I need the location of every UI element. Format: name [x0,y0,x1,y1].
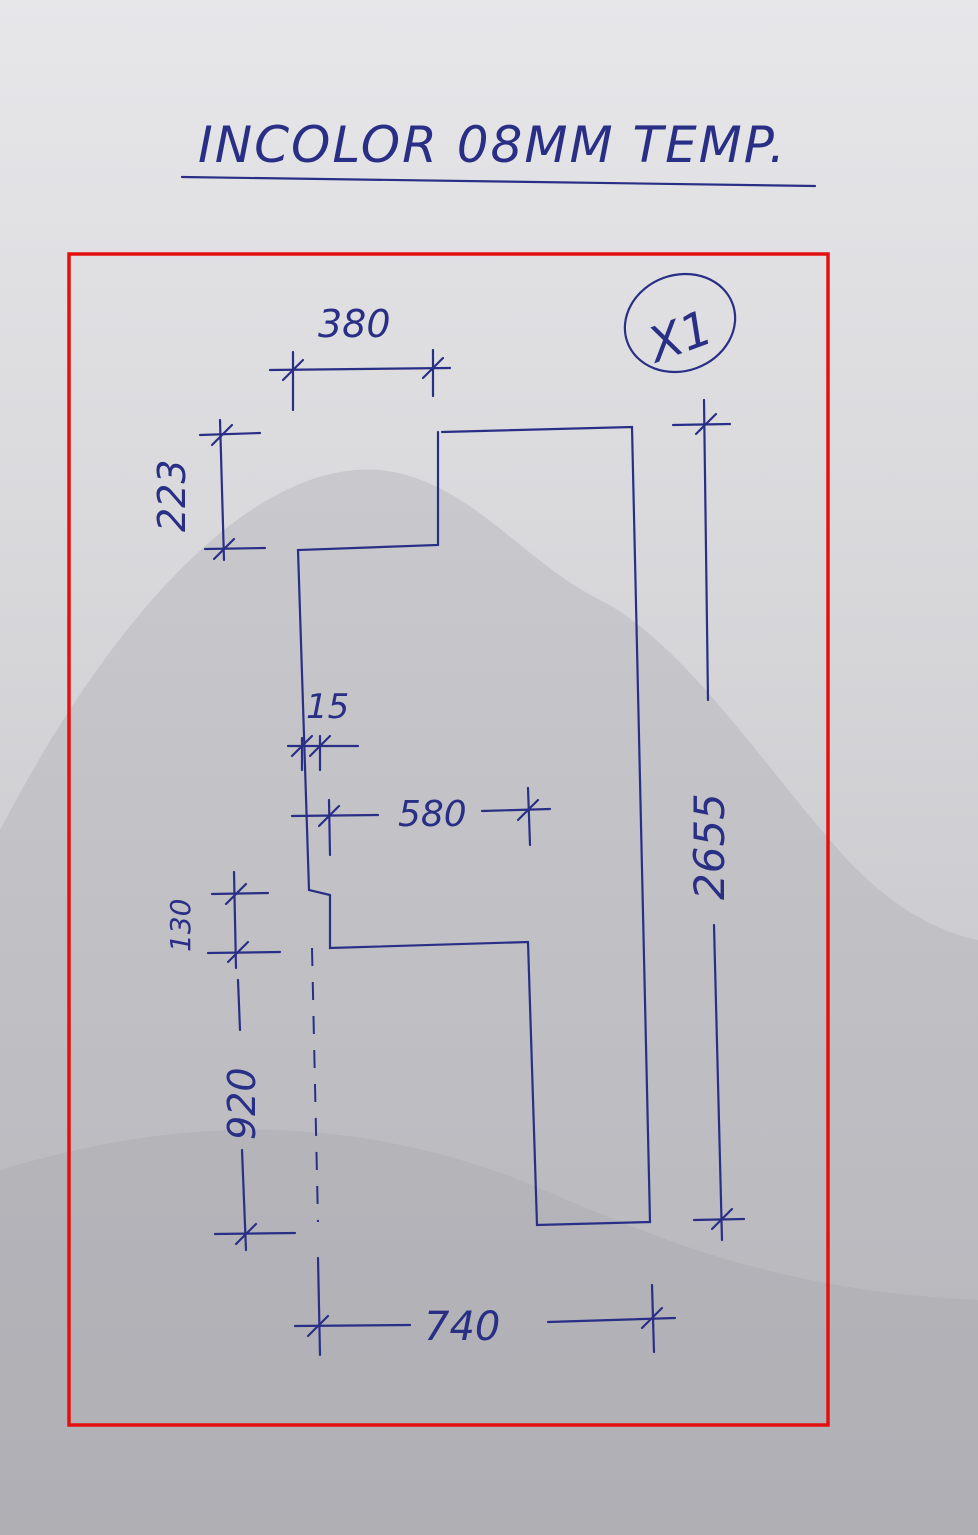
dimension-label-middle-width: 580 [398,794,467,835]
dimension-380 [268,348,452,412]
dimension-label-offset: 15 [306,687,349,727]
dimension-label-top-width: 380 [318,302,391,346]
reference-dashed-line [311,947,319,1223]
selection-frame [67,252,830,1427]
quantity-circle [623,272,737,374]
paper-shadow [0,469,978,1535]
glass-panel-outline [296,425,652,1227]
title-underline [180,175,817,188]
dimension-label-notch-height: 223 [150,459,194,532]
dimension-label-bottom-width: 740 [424,1304,500,1350]
dimension-580 [290,786,552,857]
dimension-15 [286,734,360,772]
dimension-920 [213,978,297,1252]
dimension-label-step-height: 130 [164,899,197,952]
dimension-label-lower-height: 920 [220,1067,264,1140]
drawing-title: INCOLOR 08MM TEMP. [198,116,787,174]
dimension-130 [206,870,282,970]
dimension-label-total-height: 2655 [685,793,734,900]
dimension-740 [293,1256,677,1357]
dimension-2655 [671,398,746,1242]
dimension-223 [198,418,267,562]
